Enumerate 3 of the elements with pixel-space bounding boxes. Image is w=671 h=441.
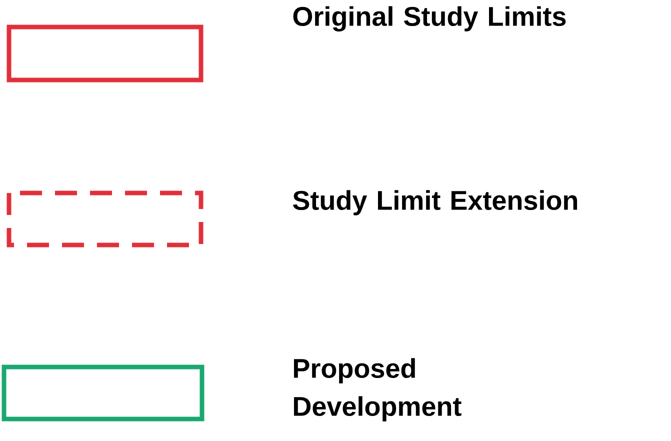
legend-label: Study Limit Extension: [293, 190, 578, 216]
legend-label: Original Study Limits: [293, 6, 566, 32]
legend-label: Proposed Development: [294, 358, 462, 422]
